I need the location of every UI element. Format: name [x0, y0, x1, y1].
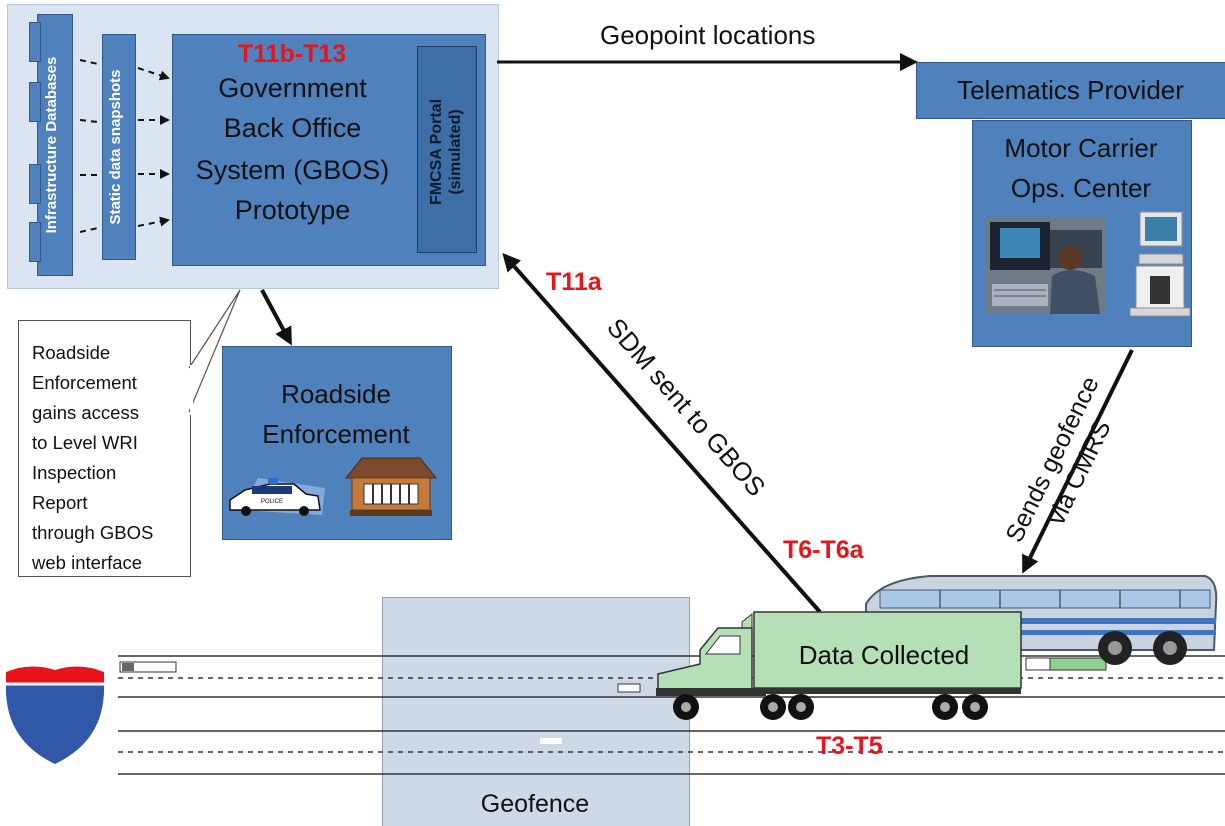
- gbos-line-2: Back Office: [223, 113, 362, 143]
- gbos-to-roadside-arrow: [260, 289, 292, 346]
- workstation-icon: [1129, 211, 1191, 317]
- geofence-region: [382, 597, 690, 826]
- db-tab: [29, 82, 41, 122]
- geofence-label: Geofence: [480, 790, 590, 818]
- callout-line: gains access: [32, 402, 139, 423]
- road-tag: T3-T5: [816, 732, 883, 760]
- fmcsa-portal-box: [417, 46, 477, 253]
- sdm-tag: T11a: [546, 268, 602, 296]
- db-tab: [29, 22, 41, 62]
- gbos-line-4: Prototype: [234, 195, 351, 225]
- gbos-line-3: System (GBOS): [195, 155, 390, 185]
- callout-line: Report: [32, 492, 88, 513]
- motor-carrier-line-1: Motor Carrier: [1004, 133, 1158, 163]
- operator-photo: [986, 218, 1106, 314]
- motor-carrier-line-2: Ops. Center: [1010, 173, 1152, 203]
- static-snapshots-bar: [102, 34, 136, 260]
- truck-icon: [656, 611, 1022, 720]
- snapshot-to-gbos-arrows: [79, 59, 170, 233]
- callout-line: Enforcement: [32, 372, 137, 393]
- police-car-icon: POLICE: [229, 478, 325, 516]
- callout-line: Inspection: [32, 462, 117, 483]
- gbos-line-1: Government: [218, 73, 367, 103]
- db-tab: [29, 164, 41, 204]
- geopoint-label: Geopoint locations: [600, 20, 816, 50]
- callout-pointer-mask: [190, 365, 193, 415]
- callout-pointer: [188, 289, 241, 413]
- roadside-line-2: Enforcement: [262, 419, 410, 449]
- interstate-shield-icon: [5, 666, 105, 764]
- callout-line: through GBOS: [32, 522, 154, 543]
- station-building-icon: [344, 457, 438, 516]
- truck-tag: T6-T6a: [783, 536, 864, 564]
- roadside-line-1: Roadside: [281, 379, 391, 409]
- gbos-tag: T11b-T13: [237, 40, 347, 68]
- callout-line: to Level WRI: [32, 432, 138, 453]
- infrastructure-databases-bar: [37, 14, 73, 276]
- callout-line: Roadside: [32, 342, 111, 363]
- small-cars: [119, 657, 1107, 744]
- callout-text: Roadside Enforcement gains access to Lev…: [32, 338, 187, 578]
- callout-box: [18, 320, 191, 577]
- db-tab: [29, 222, 41, 262]
- police-car-text: POLICE: [261, 499, 283, 505]
- geofence-send-arrow: [1022, 349, 1134, 574]
- sdm-arrow: [502, 253, 822, 614]
- data-collected-label: Data Collected: [798, 640, 970, 670]
- telematics-provider-label: Telematics Provider: [957, 75, 1184, 105]
- callout-line: web interface: [32, 552, 143, 573]
- telematics-provider-box: [916, 62, 1225, 119]
